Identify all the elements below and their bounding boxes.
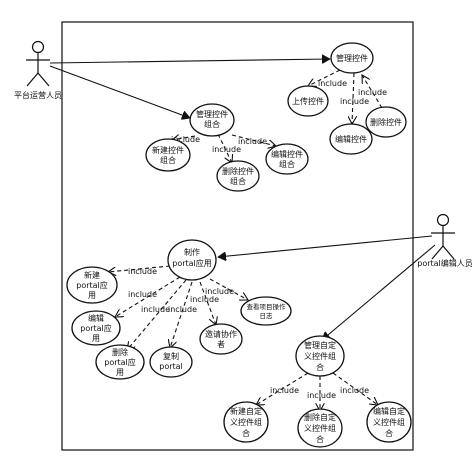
use-case-label: 组合 (204, 119, 220, 129)
use-case-label: 邀请协作 (205, 329, 237, 339)
use-case-label: portal应 (76, 280, 108, 290)
include-new-portal-app (108, 265, 171, 272)
use-case-label: 管理自定 (304, 340, 336, 350)
use-case-label: 编辑控件 (335, 134, 367, 144)
include-label: include (340, 97, 369, 106)
use-case-label: 制作 (184, 247, 200, 257)
use-case-label: 合 (385, 428, 393, 438)
use-case-label: 复制 (163, 351, 179, 361)
use-case-label: 者 (217, 340, 225, 349)
use-case-new-portal-app[interactable]: 新建 portal应 用 (66, 266, 118, 304)
use-case-label: 合 (242, 428, 250, 438)
use-case-label: 新建控件 (152, 145, 184, 155)
use-case-label: 用 (92, 334, 100, 343)
include-label: include (318, 79, 347, 88)
use-case-label: 管理控件 (196, 109, 228, 119)
include-label: include (128, 290, 157, 299)
assoc-editor-manage-custom (322, 244, 436, 340)
include-label: include (238, 137, 267, 146)
use-case-label: 管理控件 (336, 53, 368, 63)
actor-portal-editor: portal编辑人员 (417, 213, 473, 268)
include-label: include (270, 386, 299, 395)
include-edit-portal-app (115, 276, 181, 317)
include-label: include (128, 267, 157, 276)
include-invite-collaborator (199, 281, 216, 325)
use-case-label: 删除控件 (222, 166, 254, 176)
use-case-manage-custom-group[interactable]: 管理自定 义控件组 合 (295, 335, 345, 377)
include-label: include (212, 145, 241, 154)
use-case-label: portal (159, 362, 183, 371)
use-case-label: 编辑控件 (271, 149, 303, 159)
use-case-label: 查看项目操作 (247, 302, 287, 311)
include-label: include (141, 305, 170, 314)
include-label: include (307, 391, 336, 400)
include-edit-control (352, 72, 354, 124)
include-delete-control-group (217, 133, 232, 163)
use-case-label: 合 (316, 434, 324, 444)
include-label: include (190, 295, 219, 304)
use-case-label: 上传控件 (292, 96, 324, 106)
use-case-label: 用 (88, 291, 96, 300)
assoc-operator-manage-control (49, 59, 330, 63)
use-case-label: 合 (316, 362, 324, 372)
include-view-project-log (209, 278, 248, 300)
include-label: include (358, 88, 387, 97)
use-case-manage-control[interactable]: 管理控件 (330, 42, 374, 74)
use-case-label: portal应 (104, 357, 136, 367)
use-case-copy-portal[interactable]: 复制 portal (149, 346, 193, 378)
actor-platform-operator-label: 平台运营人员 (14, 90, 62, 100)
use-case-label: 组合 (279, 159, 295, 169)
use-case-label: 义控件组 (373, 417, 405, 427)
include-new-control-group (172, 136, 196, 140)
use-case-label: 新建 (84, 270, 100, 280)
use-case-delete-control-group[interactable]: 删除控件 组合 (216, 160, 260, 192)
assoc-operator-manage-group (49, 65, 190, 118)
use-case-label: 义控件组 (304, 351, 336, 361)
include-edit-control-group (231, 134, 276, 146)
actor-portal-editor-label: portal编辑人员 (417, 258, 473, 268)
include-label: include (205, 287, 234, 296)
include-new-custom-group (256, 372, 309, 405)
include-edit-custom-group (332, 372, 378, 405)
use-case-label: 编辑 (88, 313, 104, 323)
actor-platform-operator: 平台运营人员 (14, 40, 62, 100)
use-case-label: 编辑自定 (373, 406, 405, 416)
include-label: include (168, 305, 197, 314)
use-case-label: 新建自定 (230, 406, 262, 416)
use-case-label: portal应用 (172, 258, 212, 268)
use-case-label: 组合 (230, 176, 246, 186)
use-case-delete-portal-app[interactable]: 删除 portal应 用 (95, 344, 145, 380)
include-copy-portal (170, 281, 193, 348)
use-case-new-custom-group[interactable]: 新建自定 义控件组 合 (223, 401, 269, 443)
use-case-label: 组合 (160, 155, 176, 165)
use-case-label: 删除自定 (304, 412, 336, 422)
use-case-label: portal应 (80, 323, 112, 333)
assoc-editor-make-portal (218, 235, 433, 257)
use-case-label: 用 (116, 368, 124, 377)
use-case-label: 删除控件 (370, 117, 402, 127)
use-case-label: 义控件组 (230, 417, 262, 427)
use-case-label: 删除 (112, 347, 128, 357)
use-case-new-control-group[interactable]: 新建控件 组合 (145, 138, 191, 172)
use-case-upload-control[interactable]: 上传控件 (287, 85, 329, 117)
use-case-invite-collaborator[interactable]: 邀请协作 者 (199, 323, 243, 355)
include-label: include (171, 135, 200, 144)
include-delete-portal-app (127, 279, 187, 350)
use-case-label: 日志 (260, 311, 274, 320)
use-case-delete-control[interactable]: 删除控件 (365, 106, 407, 138)
include-upload-control (308, 69, 341, 86)
system-boundary (61, 21, 414, 451)
use-case-edit-portal-app[interactable]: 编辑 portal应 用 (71, 310, 121, 346)
use-case-label: 义控件组 (304, 423, 336, 433)
use-case-manage-control-group[interactable]: 管理控件 组合 (189, 103, 235, 137)
use-case-edit-control-group[interactable]: 编辑控件 组合 (265, 143, 309, 175)
use-case-edit-control[interactable]: 编辑控件 (329, 123, 373, 155)
include-label: include (340, 386, 369, 395)
use-case-delete-custom-group[interactable]: 删除自定 义控件组 合 (297, 408, 343, 448)
use-case-view-project-log[interactable]: 查看项目操作 日志 (240, 296, 292, 326)
use-case-make-portal-app[interactable]: 制作 portal应用 (167, 239, 217, 281)
use-case-edit-custom-group[interactable]: 编辑自定 义控件组 合 (366, 401, 412, 443)
